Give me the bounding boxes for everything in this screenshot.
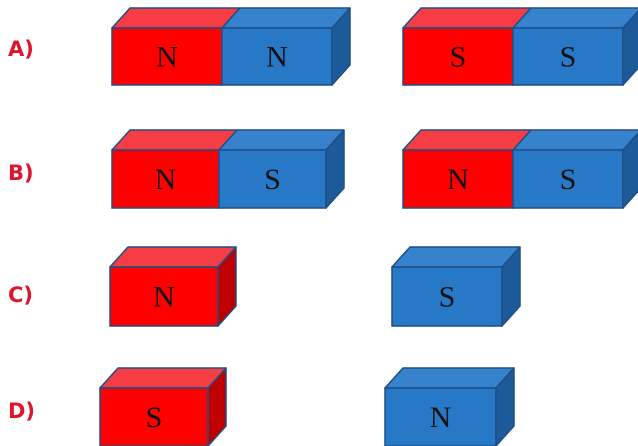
option-d-left-segment-1-top-face	[99, 367, 227, 389]
option-d-label: D)	[8, 399, 35, 423]
option-d-magnet-right: N	[384, 367, 515, 446]
option-b-label: B)	[8, 161, 34, 185]
option-c-left-segment-1-top-face	[109, 246, 237, 268]
option-c-magnet-right: S	[391, 246, 521, 327]
option-c-right-segment-1-pole-label: S	[439, 281, 456, 314]
option-b-right-side-face	[622, 132, 638, 209]
option-b-right-segment-2-top-face	[512, 129, 638, 151]
option-a-left-segment-2-pole-label: N	[266, 41, 288, 74]
option-c-label: C)	[8, 283, 33, 307]
option-d-right-side-face	[495, 367, 515, 446]
option-a-left-segment-1-front-face	[111, 27, 223, 86]
option-b-right-segment-2-pole-label: S	[560, 163, 577, 196]
option-d-left-segment-1-pole-label: S	[146, 401, 163, 434]
option-b-left-segment-1-top-face	[111, 129, 238, 151]
option-d-magnet-left: S	[99, 367, 227, 446]
option-a-left-segment-1-pole-label: N	[156, 41, 178, 74]
option-b-left-side-face	[325, 129, 345, 209]
option-b-left-segment-2-top-face	[218, 129, 345, 151]
option-b-left-segment-2-pole-label: S	[264, 163, 281, 196]
option-a-right-segment-2-front-face	[512, 27, 624, 86]
option-b-right-segment-1-front-face	[402, 149, 514, 209]
option-d-right-segment-1-top-face	[384, 367, 515, 389]
option-c-right-segment-1-top-face	[391, 246, 521, 268]
option-c-magnet-left: N	[109, 246, 237, 327]
option-b-right-segment-1-pole-label: N	[447, 163, 469, 196]
option-a-right-segment-2-pole-label: S	[560, 41, 577, 74]
option-a-right-segment-1-front-face	[402, 27, 514, 86]
option-c-left-segment-1-front-face	[109, 266, 219, 327]
option-b-left-segment-1-pole-label: N	[155, 163, 177, 196]
option-d-right-segment-1-pole-label: N	[430, 401, 452, 434]
option-a-left-segment-2-front-face	[221, 27, 333, 86]
option-d-left-side-face	[207, 367, 227, 446]
option-c-left-segment-1-pole-label: N	[153, 281, 175, 314]
option-b-right-segment-2-front-face	[512, 149, 624, 209]
option-a-label: A)	[8, 37, 34, 61]
option-a-left-side-face	[331, 7, 351, 86]
option-a-right-segment-1-top-face	[402, 7, 532, 29]
option-a-right-segment-1-pole-label: S	[450, 41, 467, 74]
option-a-right-segment-2-top-face	[512, 7, 638, 29]
option-a-left-segment-2-top-face	[221, 7, 351, 29]
option-a-right-side-face	[622, 10, 638, 86]
option-c-right-segment-1-front-face	[391, 266, 503, 327]
option-b-left-segment-1-front-face	[111, 149, 220, 209]
option-a-left-segment-1-top-face	[111, 7, 241, 29]
option-c-right-side-face	[501, 246, 521, 327]
option-b-right-segment-1-top-face	[402, 129, 532, 151]
option-d-left-segment-1-front-face	[99, 387, 209, 446]
option-c-left-side-face	[217, 246, 237, 327]
